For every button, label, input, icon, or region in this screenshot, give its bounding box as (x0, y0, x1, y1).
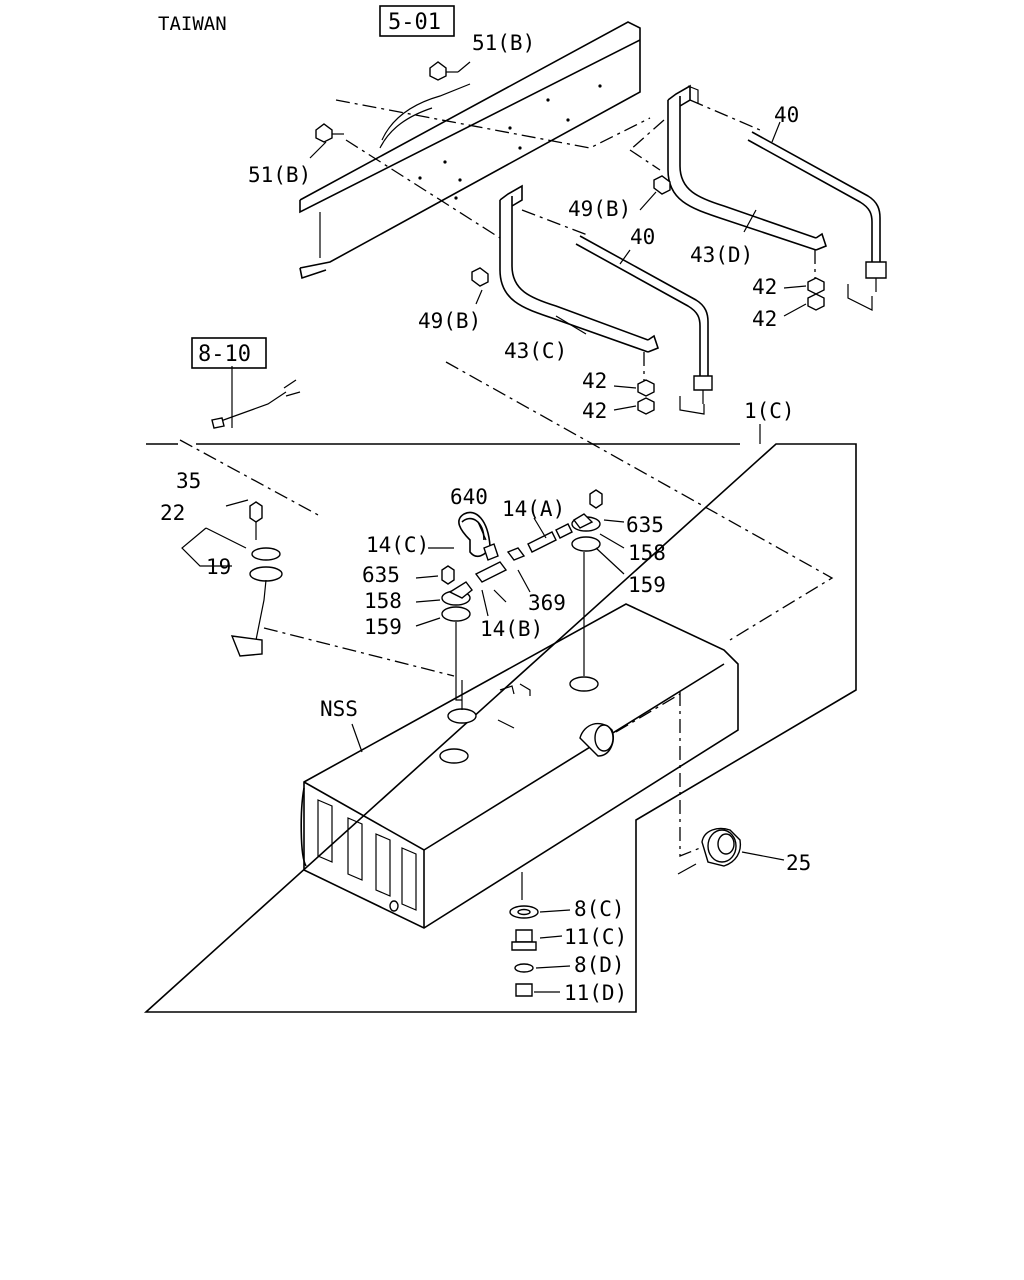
callout-640[interactable]: 640 (450, 485, 488, 509)
washer-8d (514, 963, 534, 973)
callout-369[interactable]: 369 (528, 591, 566, 615)
callout-635-left[interactable]: 635 (362, 563, 400, 587)
hose-14b-assembly (474, 547, 526, 603)
bolt-51b-left (315, 123, 344, 143)
callout-43c[interactable]: 43(C) (504, 339, 567, 363)
callout-40-left[interactable]: 40 (630, 225, 655, 249)
bolt-51b-top (429, 61, 458, 81)
right-seal-stack (571, 489, 603, 676)
nut-42-right-lower (807, 293, 825, 311)
callout-11c[interactable]: 11(C) (564, 925, 627, 949)
wiring-harness (211, 366, 301, 429)
callout-8d[interactable]: 8(D) (574, 953, 625, 977)
callout-11d[interactable]: 11(D) (564, 981, 627, 1005)
nut-42-left-lower (637, 397, 655, 415)
bracket-43c (499, 184, 659, 353)
callout-159-right[interactable]: 159 (628, 573, 666, 597)
callout-159-left[interactable]: 159 (364, 615, 402, 639)
left-seal-stack (441, 565, 473, 710)
callout-22[interactable]: 22 (160, 501, 185, 525)
bracket-43d (667, 84, 827, 251)
callout-1c[interactable]: 1(C) (744, 399, 795, 423)
pipe-640 (458, 511, 499, 561)
nut-49b-left (471, 267, 489, 287)
callout-8c[interactable]: 8(C) (574, 897, 625, 921)
callout-42-r2[interactable]: 42 (752, 307, 777, 331)
callout-43d[interactable]: 43(D) (690, 243, 753, 267)
ref-box-5-01 (379, 5, 455, 37)
callout-19[interactable]: 19 (206, 555, 231, 579)
callout-158-right[interactable]: 158 (628, 541, 666, 565)
cap-25 (701, 827, 742, 867)
callout-25[interactable]: 25 (786, 851, 811, 875)
frame-rail (299, 21, 641, 280)
ref-5-01[interactable]: 5-01 (388, 10, 441, 35)
fuel-tank (300, 603, 739, 929)
callout-42-r1[interactable]: 42 (752, 275, 777, 299)
tank-assembly-box (143, 361, 857, 1013)
callout-14c[interactable]: 14(C) (366, 533, 429, 557)
strap-40-right (747, 131, 887, 292)
callout-49b-left[interactable]: 49(B) (418, 309, 481, 333)
strap-40-left (575, 235, 713, 404)
plug-11c (511, 929, 537, 951)
callout-35[interactable]: 35 (176, 469, 201, 493)
hose-14a-assembly (527, 523, 573, 553)
callout-158-left[interactable]: 158 (364, 589, 402, 613)
region-label: TAIWAN (158, 13, 227, 35)
callout-51b-top[interactable]: 51(B) (472, 31, 535, 55)
plug-11d (515, 983, 533, 997)
nut-42-left-upper (637, 379, 655, 397)
callout-42-l1[interactable]: 42 (582, 369, 607, 393)
callout-51b-left[interactable]: 51(B) (248, 163, 311, 187)
callout-14b[interactable]: 14(B) (480, 617, 543, 641)
callout-40-right[interactable]: 40 (774, 103, 799, 127)
callout-635-right[interactable]: 635 (626, 513, 664, 537)
nut-42-right-upper (807, 277, 825, 295)
fuel-sender-unit (230, 501, 283, 657)
washer-8c (509, 905, 539, 919)
callout-42-l2[interactable]: 42 (582, 399, 607, 423)
callout-14a[interactable]: 14(A) (502, 497, 565, 521)
callout-49b-right[interactable]: 49(B) (568, 197, 631, 221)
ref-8-10[interactable]: 8-10 (198, 342, 251, 367)
nut-49b-right (653, 175, 671, 195)
callout-nss[interactable]: NSS (320, 697, 358, 721)
ref-box-8-10 (191, 337, 267, 369)
